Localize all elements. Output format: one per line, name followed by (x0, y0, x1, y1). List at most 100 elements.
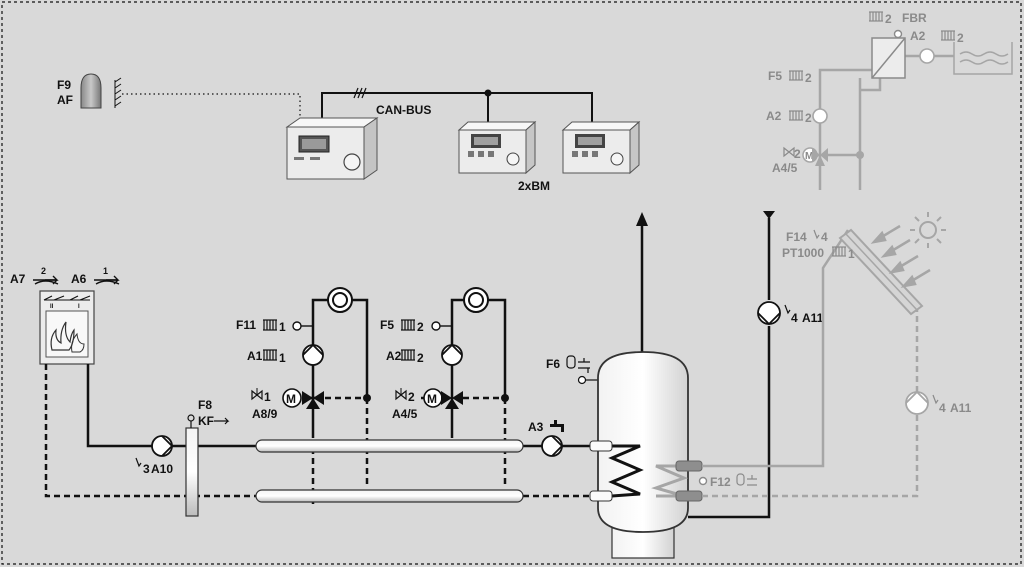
a2-left-idx: 2 (805, 111, 812, 125)
valve-idx2: 2 (408, 390, 415, 404)
a10-relay-icon (135, 457, 142, 468)
a11-bottom-label: A11 (950, 401, 972, 415)
f11-heating-icon (263, 319, 277, 331)
outdoor-sensor-icon (80, 73, 102, 109)
a3-label: A3 (528, 420, 544, 434)
af-label: AF (57, 93, 73, 107)
pump-a11-top (757, 301, 781, 326)
can-bus-lines (321, 92, 593, 122)
sun-rays-arrows (870, 224, 931, 288)
f12-sensor (698, 476, 708, 486)
f9-label: F9 (57, 78, 71, 92)
f14-num: 4 (821, 230, 828, 244)
a2-top-heating-icon (941, 30, 955, 41)
a2-left-label: A2 (766, 109, 782, 123)
outdoor-sensor-wire (122, 93, 301, 118)
f11-label: F11 (236, 318, 256, 332)
can-bus-label: CAN-BUS (376, 103, 431, 117)
a11-bottom-relay-icon (932, 394, 939, 405)
solar-return-pipes (702, 308, 919, 498)
pump-a1 (302, 343, 324, 366)
valve-idx1: 1 (264, 390, 271, 404)
mixing-valve-fbr (812, 148, 828, 166)
valve-a4-5-icon (395, 388, 407, 401)
a8-9-label: A8/9 (252, 407, 278, 421)
pump-fbr-circuit (812, 108, 828, 124)
f5-top-heating-icon (789, 70, 803, 81)
a2-mid-idx: 2 (417, 351, 424, 365)
kf-sensor-icon (187, 414, 230, 428)
f11-idx: 1 (279, 320, 286, 334)
can-bus-junction (484, 89, 492, 97)
sun-icon (910, 212, 946, 248)
tank-heat-exchanger (608, 444, 644, 498)
f5-top-idx: 2 (805, 71, 812, 85)
svg-text:M: M (805, 151, 813, 162)
svg-text:1: 1 (103, 266, 108, 276)
f6-sensor-icon (566, 355, 600, 385)
pump-a10 (151, 435, 174, 457)
f11-sensor (292, 321, 302, 331)
pump-fbr (919, 48, 935, 64)
a7-burner-icon (33, 275, 59, 285)
solar-pipes (702, 229, 850, 468)
svg-text:M: M (286, 392, 296, 406)
f5-top-label: F5 (768, 69, 782, 83)
tank-port-lower (589, 490, 613, 502)
a4-5-mid-label: A4/5 (392, 407, 418, 421)
a7-label: A7 (10, 272, 26, 286)
fbr-heating-icon (869, 11, 883, 22)
a3-tap-icon (550, 420, 564, 432)
svg-text:I: I (78, 304, 80, 310)
f12-sensor-icon (736, 473, 757, 486)
a11-bottom-num: 4 (939, 401, 946, 415)
supply-pipes (86, 218, 771, 519)
tank-port-upper (589, 440, 613, 452)
motor-a8-9: M (282, 388, 302, 408)
fbr-label: FBR (902, 11, 927, 25)
fbr-idx: 2 (885, 12, 892, 26)
a4-5-top-label: A4/5 (772, 161, 798, 175)
mixing-valve-1 (302, 391, 324, 409)
pump-a3 (541, 435, 564, 457)
pt1000-idx: 1 (848, 247, 855, 261)
a2-left-heating-icon (789, 110, 803, 121)
a2-top-label: A2 (910, 29, 926, 43)
hot-water-outlet-arrow (636, 212, 648, 226)
controller-knob (343, 153, 361, 171)
return-manifold (255, 489, 524, 503)
radiator-circuit-2 (463, 287, 489, 313)
a2-mid-label: A2 (386, 349, 402, 363)
bm-count-label: 2xBM (518, 179, 550, 193)
a1-idx: 1 (279, 351, 286, 365)
a2-mid-heating-icon (401, 349, 415, 361)
room-unit-1 (457, 120, 537, 175)
junction-c1 (363, 394, 371, 402)
wall-hatch (114, 77, 122, 108)
svg-text:II: II (50, 304, 54, 310)
pt1000-label: PT1000 (782, 246, 824, 260)
f6-label: F6 (546, 357, 560, 371)
kf-label: KF (198, 414, 214, 428)
a2-top-idx: 2 (957, 31, 964, 45)
pt1000-heating-icon (832, 246, 846, 257)
f5-mid-heating-icon (401, 319, 415, 331)
a6-label: A6 (71, 272, 87, 286)
solar-collector (838, 228, 924, 316)
f5-mid-label: F5 (380, 318, 394, 332)
motor-a4-5: M (423, 388, 443, 408)
svg-text:M: M (427, 392, 437, 406)
f8-label: F8 (198, 398, 212, 412)
a10-num: 3 (143, 462, 150, 476)
boiler: II I (39, 290, 95, 365)
f14-label: F14 (786, 230, 807, 244)
can-bus-slash (353, 87, 367, 99)
cold-water-inlet-arrow (763, 211, 775, 219)
a10-label: A10 (151, 462, 173, 476)
valve-a8-9-icon (251, 388, 263, 401)
return-pipes (44, 364, 590, 504)
mixing-valve-2 (441, 391, 463, 409)
a6-burner-icon (94, 275, 120, 285)
pump-a11-bottom (905, 390, 929, 415)
